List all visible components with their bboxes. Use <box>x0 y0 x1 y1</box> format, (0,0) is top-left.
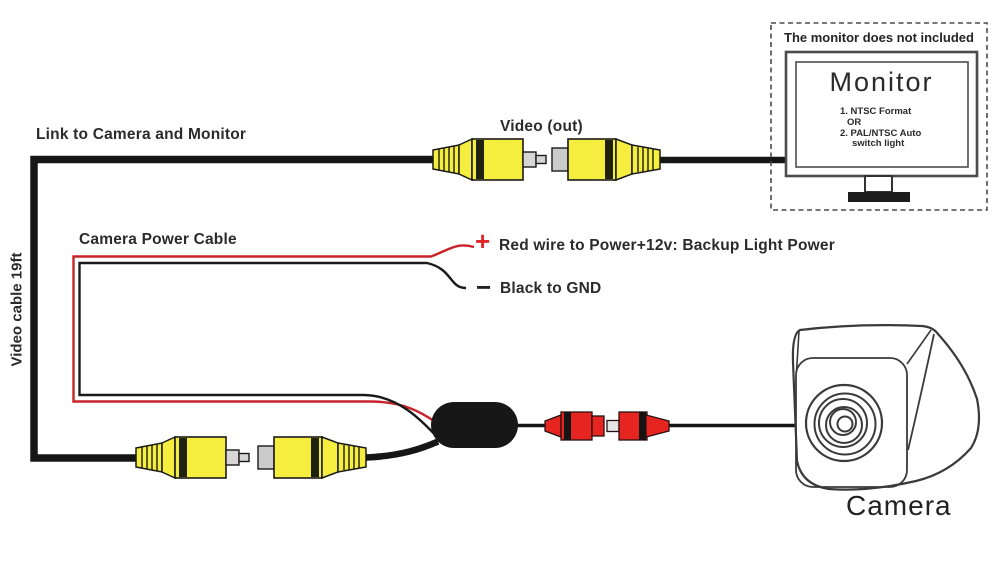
camera-drawing <box>791 324 981 491</box>
camera-power-cable-label: Camera Power Cable <box>79 231 237 248</box>
monitor-drawing <box>770 22 988 211</box>
video-cable-length-label: Video cable 19ft <box>8 252 26 367</box>
camera-lens <box>804 383 884 463</box>
format-line-switch: switch light <box>852 138 905 150</box>
video-out-male-connector <box>432 138 547 181</box>
format-line-pal: 2. PAL/NTSC Auto <box>840 127 922 139</box>
camera-red-female-connector <box>544 411 605 441</box>
camera-video-female-connector <box>257 436 367 479</box>
video-cable-wire <box>30 155 789 462</box>
format-line-ntsc: 1. NTSC Format <box>840 106 912 117</box>
monitor-stand-base <box>848 192 910 202</box>
ferrite-junction <box>431 402 518 448</box>
camera-red-male-connector <box>606 411 670 441</box>
link-to-camera-monitor-label: Link to Camera and Monitor <box>36 126 247 143</box>
camera-power-red-wire <box>72 244 475 424</box>
black-to-gnd-label: Black to GND <box>500 280 602 297</box>
plus-symbol: + <box>475 226 491 256</box>
monitor-stand-neck <box>864 175 893 193</box>
minus-symbol: − <box>476 272 492 302</box>
monitor-title: Monitor <box>829 67 934 97</box>
red-wire-note-label: Red wire to Power+12v: Backup Light Powe… <box>499 237 835 254</box>
format-line-or: OR <box>847 116 862 128</box>
camera-video-male-connector <box>135 436 250 479</box>
monitor-format-list: 1. NTSC Format OR 2. PAL/NTSC Auto switc… <box>840 106 922 150</box>
monitor-dashed-box <box>770 22 988 211</box>
video-out-female-connector <box>551 138 661 181</box>
camera-label: Camera <box>846 490 952 521</box>
camera-power-black-wire <box>78 261 467 441</box>
video-out-label: Video (out) <box>500 118 583 135</box>
monitor-not-included-note: The monitor does not included <box>784 30 974 45</box>
